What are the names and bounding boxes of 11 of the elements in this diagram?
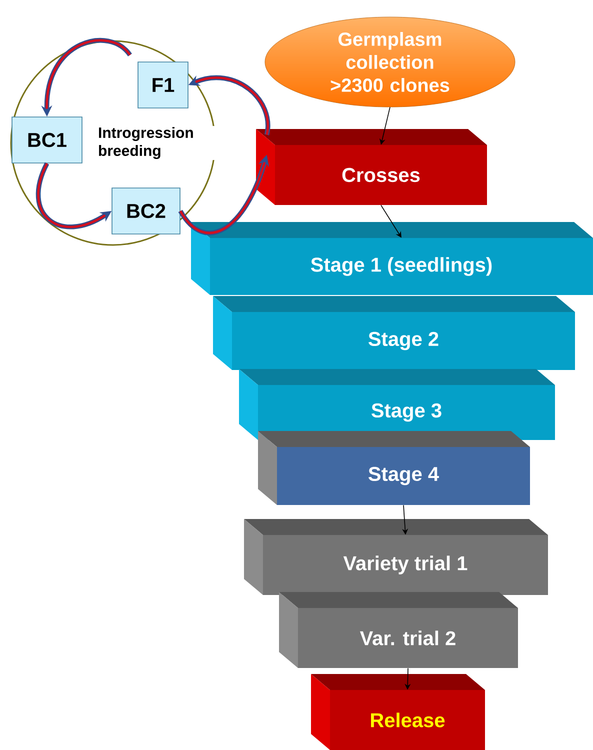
generation-box: F1 [138, 62, 188, 108]
stage-block: Stage 1 (seedlings) [191, 222, 593, 295]
stage-block: Release [311, 674, 485, 750]
generation-box: BC2 [112, 188, 180, 234]
stage-block: Var. trial 2 [279, 592, 518, 668]
stage-block: Variety trial 1 [244, 519, 548, 595]
stage-block: Stage 2 [213, 296, 575, 370]
stage-block: Crosses [256, 129, 487, 205]
generation-box: BC1 [12, 116, 82, 164]
stage-block: Stage 4 [258, 431, 530, 505]
cycle-label: Introgression breeding [97, 126, 217, 160]
